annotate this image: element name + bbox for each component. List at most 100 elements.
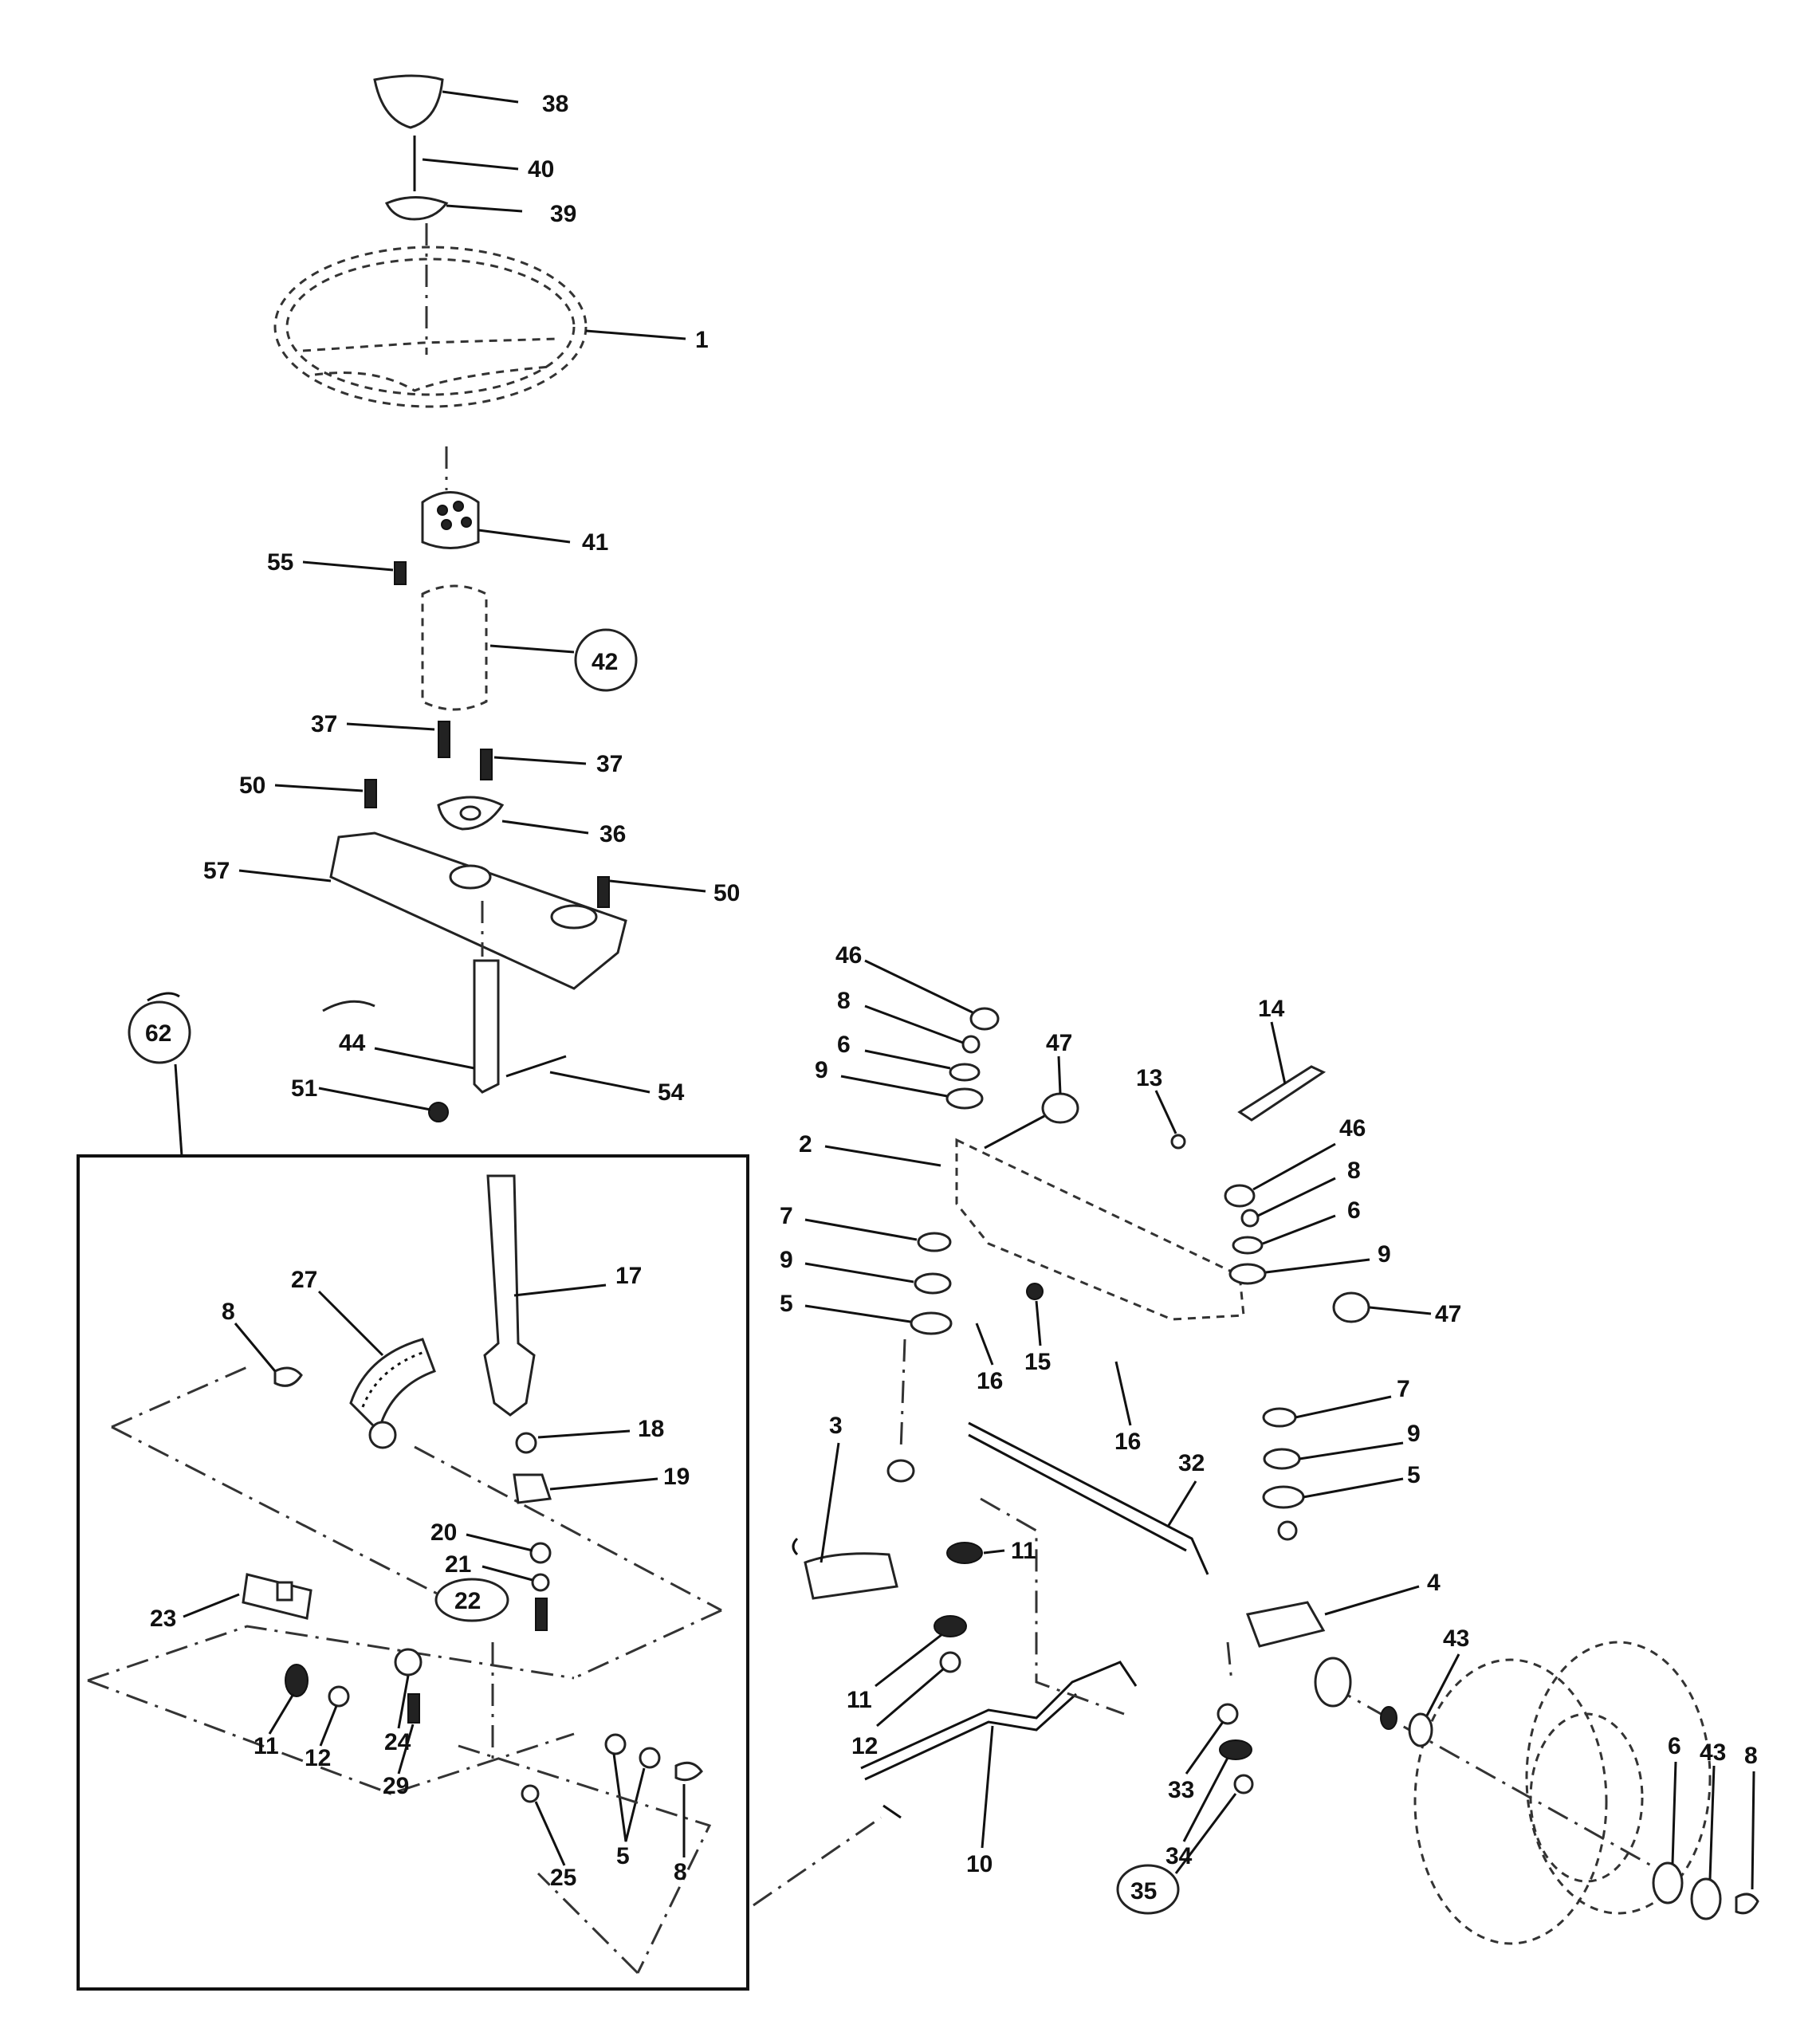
part-37-bolt-a [438, 721, 450, 758]
label-9a: 9 [815, 1057, 828, 1083]
part-50-bolt-a [364, 779, 377, 808]
leader-54 [549, 1071, 651, 1094]
leader-37b [493, 756, 587, 765]
part-9d [1263, 1448, 1301, 1470]
part-46b [1224, 1184, 1256, 1208]
part-9b [914, 1272, 952, 1295]
label-50b: 50 [713, 880, 740, 906]
label-54: 54 [658, 1079, 685, 1106]
label-16a: 16 [977, 1368, 1003, 1394]
label-33: 33 [1168, 1777, 1194, 1803]
part-47a [1041, 1092, 1079, 1124]
part-15 [1026, 1283, 1044, 1300]
leader-11b [983, 1549, 1005, 1555]
leader-50a [274, 784, 364, 792]
label-43a: 43 [1443, 1625, 1469, 1652]
leader-41 [478, 529, 571, 544]
leader-6b [1262, 1214, 1336, 1245]
label-22: 22 [454, 1588, 481, 1614]
label-37a: 37 [311, 711, 337, 737]
label-5a: 5 [616, 1843, 630, 1869]
ref-62-circle [128, 1000, 191, 1064]
leader-11a [268, 1693, 295, 1735]
part-43a [1408, 1712, 1433, 1747]
label-11b: 11 [1011, 1538, 1036, 1564]
part-5b [910, 1311, 953, 1335]
label-19: 19 [663, 1464, 690, 1490]
label-2: 2 [799, 1131, 812, 1158]
part-47b [1332, 1291, 1370, 1323]
steering-column-assembly [128, 74, 706, 1157]
part-8-clip [273, 1366, 303, 1387]
part-29 [407, 1693, 420, 1724]
leader-23 [183, 1593, 240, 1618]
leader-50b [609, 879, 706, 893]
leader-7b [1295, 1395, 1392, 1419]
leader-38 [442, 90, 519, 104]
ref-44-arc [322, 1000, 375, 1012]
part-7a [917, 1232, 952, 1252]
part-51 [428, 1102, 449, 1122]
label-5c: 5 [1407, 1462, 1421, 1488]
leader-6c [1671, 1761, 1677, 1865]
part-6c [1652, 1861, 1684, 1904]
part-2-axle [955, 1138, 1245, 1321]
leader-8d [1257, 1177, 1336, 1217]
label-39: 39 [550, 201, 576, 227]
part-25 [521, 1784, 540, 1803]
part-9a [945, 1087, 984, 1110]
label-42: 42 [592, 649, 618, 675]
part-27-sector-gear [349, 1338, 436, 1433]
label-14: 14 [1258, 996, 1285, 1022]
label-13: 13 [1136, 1065, 1162, 1091]
leader-55 [302, 560, 394, 572]
inset-frame [77, 1154, 749, 1991]
leader-4 [1324, 1585, 1420, 1616]
label-8b: 8 [674, 1859, 687, 1885]
part-13 [1170, 1134, 1186, 1150]
label-47b: 47 [1435, 1301, 1461, 1327]
leader-11c [875, 1633, 943, 1688]
label-6b: 6 [1347, 1197, 1361, 1224]
label-15: 15 [1024, 1349, 1051, 1375]
label-44: 44 [339, 1030, 366, 1056]
part-46a [969, 1007, 1000, 1031]
leader-29 [397, 1724, 415, 1775]
part-44-shaft [473, 959, 500, 1094]
label-32: 32 [1178, 1450, 1205, 1476]
leader-12b [876, 1667, 945, 1728]
label-10: 10 [966, 1851, 993, 1877]
leader-39 [446, 204, 523, 213]
label-16b: 16 [1114, 1429, 1141, 1455]
label-1: 1 [695, 327, 709, 353]
leader-9c [1265, 1258, 1370, 1274]
part-18 [515, 1432, 537, 1454]
part-number-labels: 38 40 39 1 41 55 42 37 37 50 36 57 50 62… [145, 91, 1758, 1904]
part-55 [394, 561, 407, 585]
part-10-drag-link [860, 1661, 1138, 1770]
part-43b [1690, 1877, 1722, 1920]
label-55: 55 [267, 549, 293, 576]
label-20: 20 [430, 1519, 457, 1546]
leader-44 [374, 1047, 475, 1070]
label-40: 40 [528, 156, 554, 183]
label-12b: 12 [851, 1733, 878, 1759]
label-3: 3 [829, 1413, 843, 1439]
leader-8e [1751, 1771, 1755, 1890]
leader-5b [804, 1304, 911, 1323]
leader-17 [513, 1283, 607, 1297]
leader-3 [820, 1442, 840, 1563]
part-22 [434, 1578, 509, 1622]
label-46a: 46 [835, 942, 862, 969]
part-24 [394, 1648, 423, 1676]
leader-8a [234, 1323, 277, 1372]
leader-20 [466, 1533, 533, 1552]
part-12a [328, 1685, 350, 1708]
part-20 [529, 1542, 552, 1564]
leader-5c [1303, 1477, 1404, 1499]
label-37b: 37 [596, 751, 623, 777]
leader-10 [981, 1725, 994, 1849]
label-27: 27 [291, 1267, 317, 1293]
part-6a [949, 1063, 981, 1082]
label-5b: 5 [780, 1291, 793, 1317]
